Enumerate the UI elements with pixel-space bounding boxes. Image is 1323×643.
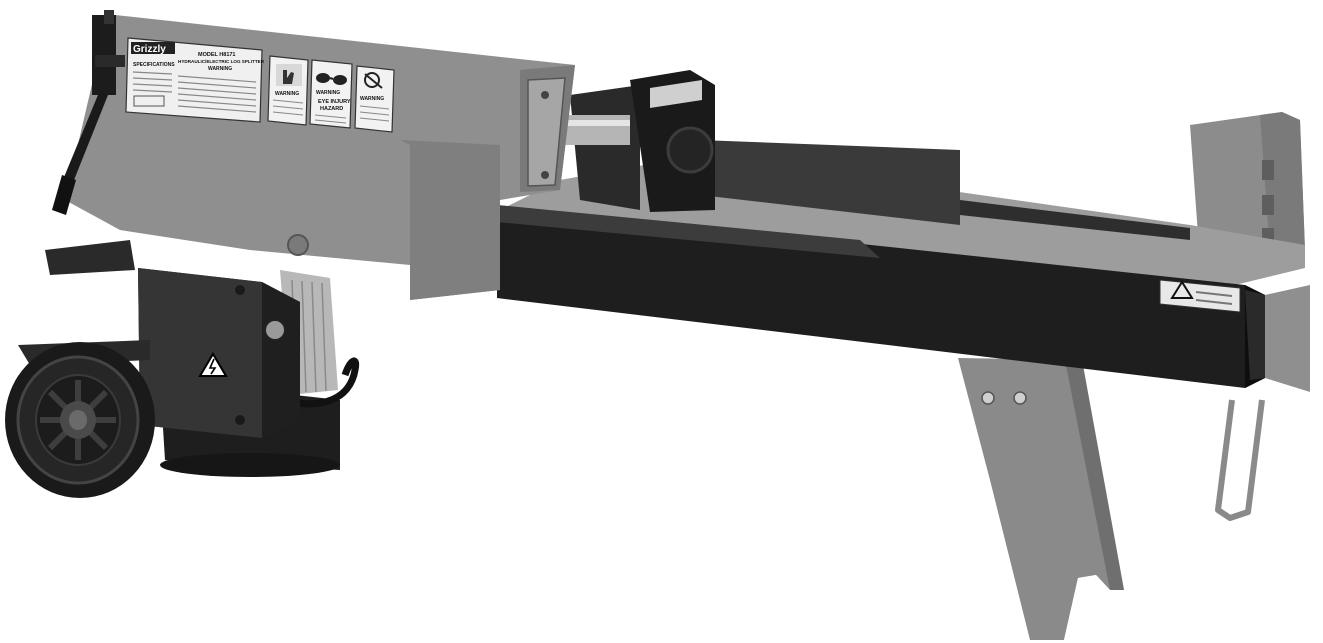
product-name: HYDRAULIC/ELECTRIC LOG SPLITTER xyxy=(178,59,265,64)
hand-warning-icon xyxy=(283,70,294,84)
pusher-block xyxy=(560,70,715,212)
main-beam xyxy=(497,205,1310,392)
safety-label-eye: WARNING EYE INJURY HAZARD xyxy=(309,59,353,129)
safety-warning-1: WARNING xyxy=(275,91,299,97)
high-voltage-icon xyxy=(198,352,228,377)
entanglement-icon xyxy=(364,72,383,89)
safety-label-entanglement: WARNING xyxy=(354,65,395,133)
splitting-wedge xyxy=(1190,112,1305,262)
brand-logo-text: Grizzly xyxy=(133,44,166,55)
model-number: MODEL H8171 xyxy=(198,52,236,58)
wheel xyxy=(5,340,155,498)
power-cord xyxy=(284,357,360,408)
specification-label: Grizzly MODEL H8171 HYDRAULIC/ELECTRIC L… xyxy=(125,37,265,123)
spec-heading: SPECIFICATIONS xyxy=(133,62,175,68)
safety-label-hand: WARNING xyxy=(267,55,309,126)
beam-warning-decal xyxy=(1159,279,1241,313)
eye-hazard-word: HAZARD xyxy=(320,106,343,112)
safety-warning-2: WARNING xyxy=(316,90,340,96)
carry-handle xyxy=(1215,399,1265,521)
switch-box xyxy=(138,268,300,438)
support-leg xyxy=(958,358,1124,640)
label-warning-heading: WARNING xyxy=(208,66,232,72)
safety-warning-3: WARNING xyxy=(360,96,384,102)
eye-hazard-title: EYE INJURY xyxy=(318,99,351,105)
control-lever xyxy=(52,10,125,215)
safety-glasses-icon xyxy=(316,73,347,85)
